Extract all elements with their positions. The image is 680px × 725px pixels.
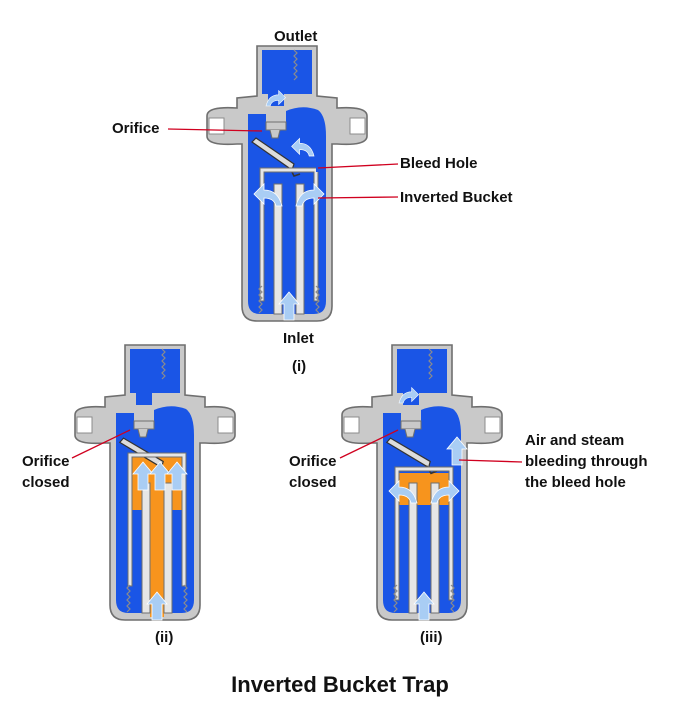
diagram-ii [74,344,236,621]
air-steam-label-line2: bleeding through [525,453,647,470]
orifice-closed-label-line2: closed [289,474,337,491]
steam-inlet-column [150,457,164,617]
caption-ii: (ii) [155,629,173,646]
diagram-title: Inverted Bucket Trap [231,672,449,697]
orifice-closed-label-line1: Orifice [22,453,70,470]
orifice-leader-line [71,429,131,459]
orifice-closed-label-line2: closed [22,474,70,491]
orifice-label: Orifice [112,120,160,137]
orifice-leader-line [167,128,263,132]
orifice-closed-label-line1: Orifice [289,453,337,470]
air-steam-label-line1: Air and steam [525,432,624,449]
diagram-i [206,45,368,322]
outlet-label: Outlet [274,28,317,45]
inlet-label: Inlet [283,330,314,347]
diagram-iii [341,344,503,621]
caption-i: (i) [292,358,306,375]
bleed-hole-label: Bleed Hole [400,155,478,172]
inverted-bucket-label: Inverted Bucket [400,189,513,206]
bleed-hole [316,166,320,172]
air-steam-label-line3: the bleed hole [525,474,626,491]
caption-iii: (iii) [420,629,443,646]
inverted-bucket-leader-line [317,196,399,199]
orifice-leader-line [339,429,399,459]
bleed-leader-line [458,459,523,463]
bleed-hole-leader-line [317,163,399,169]
